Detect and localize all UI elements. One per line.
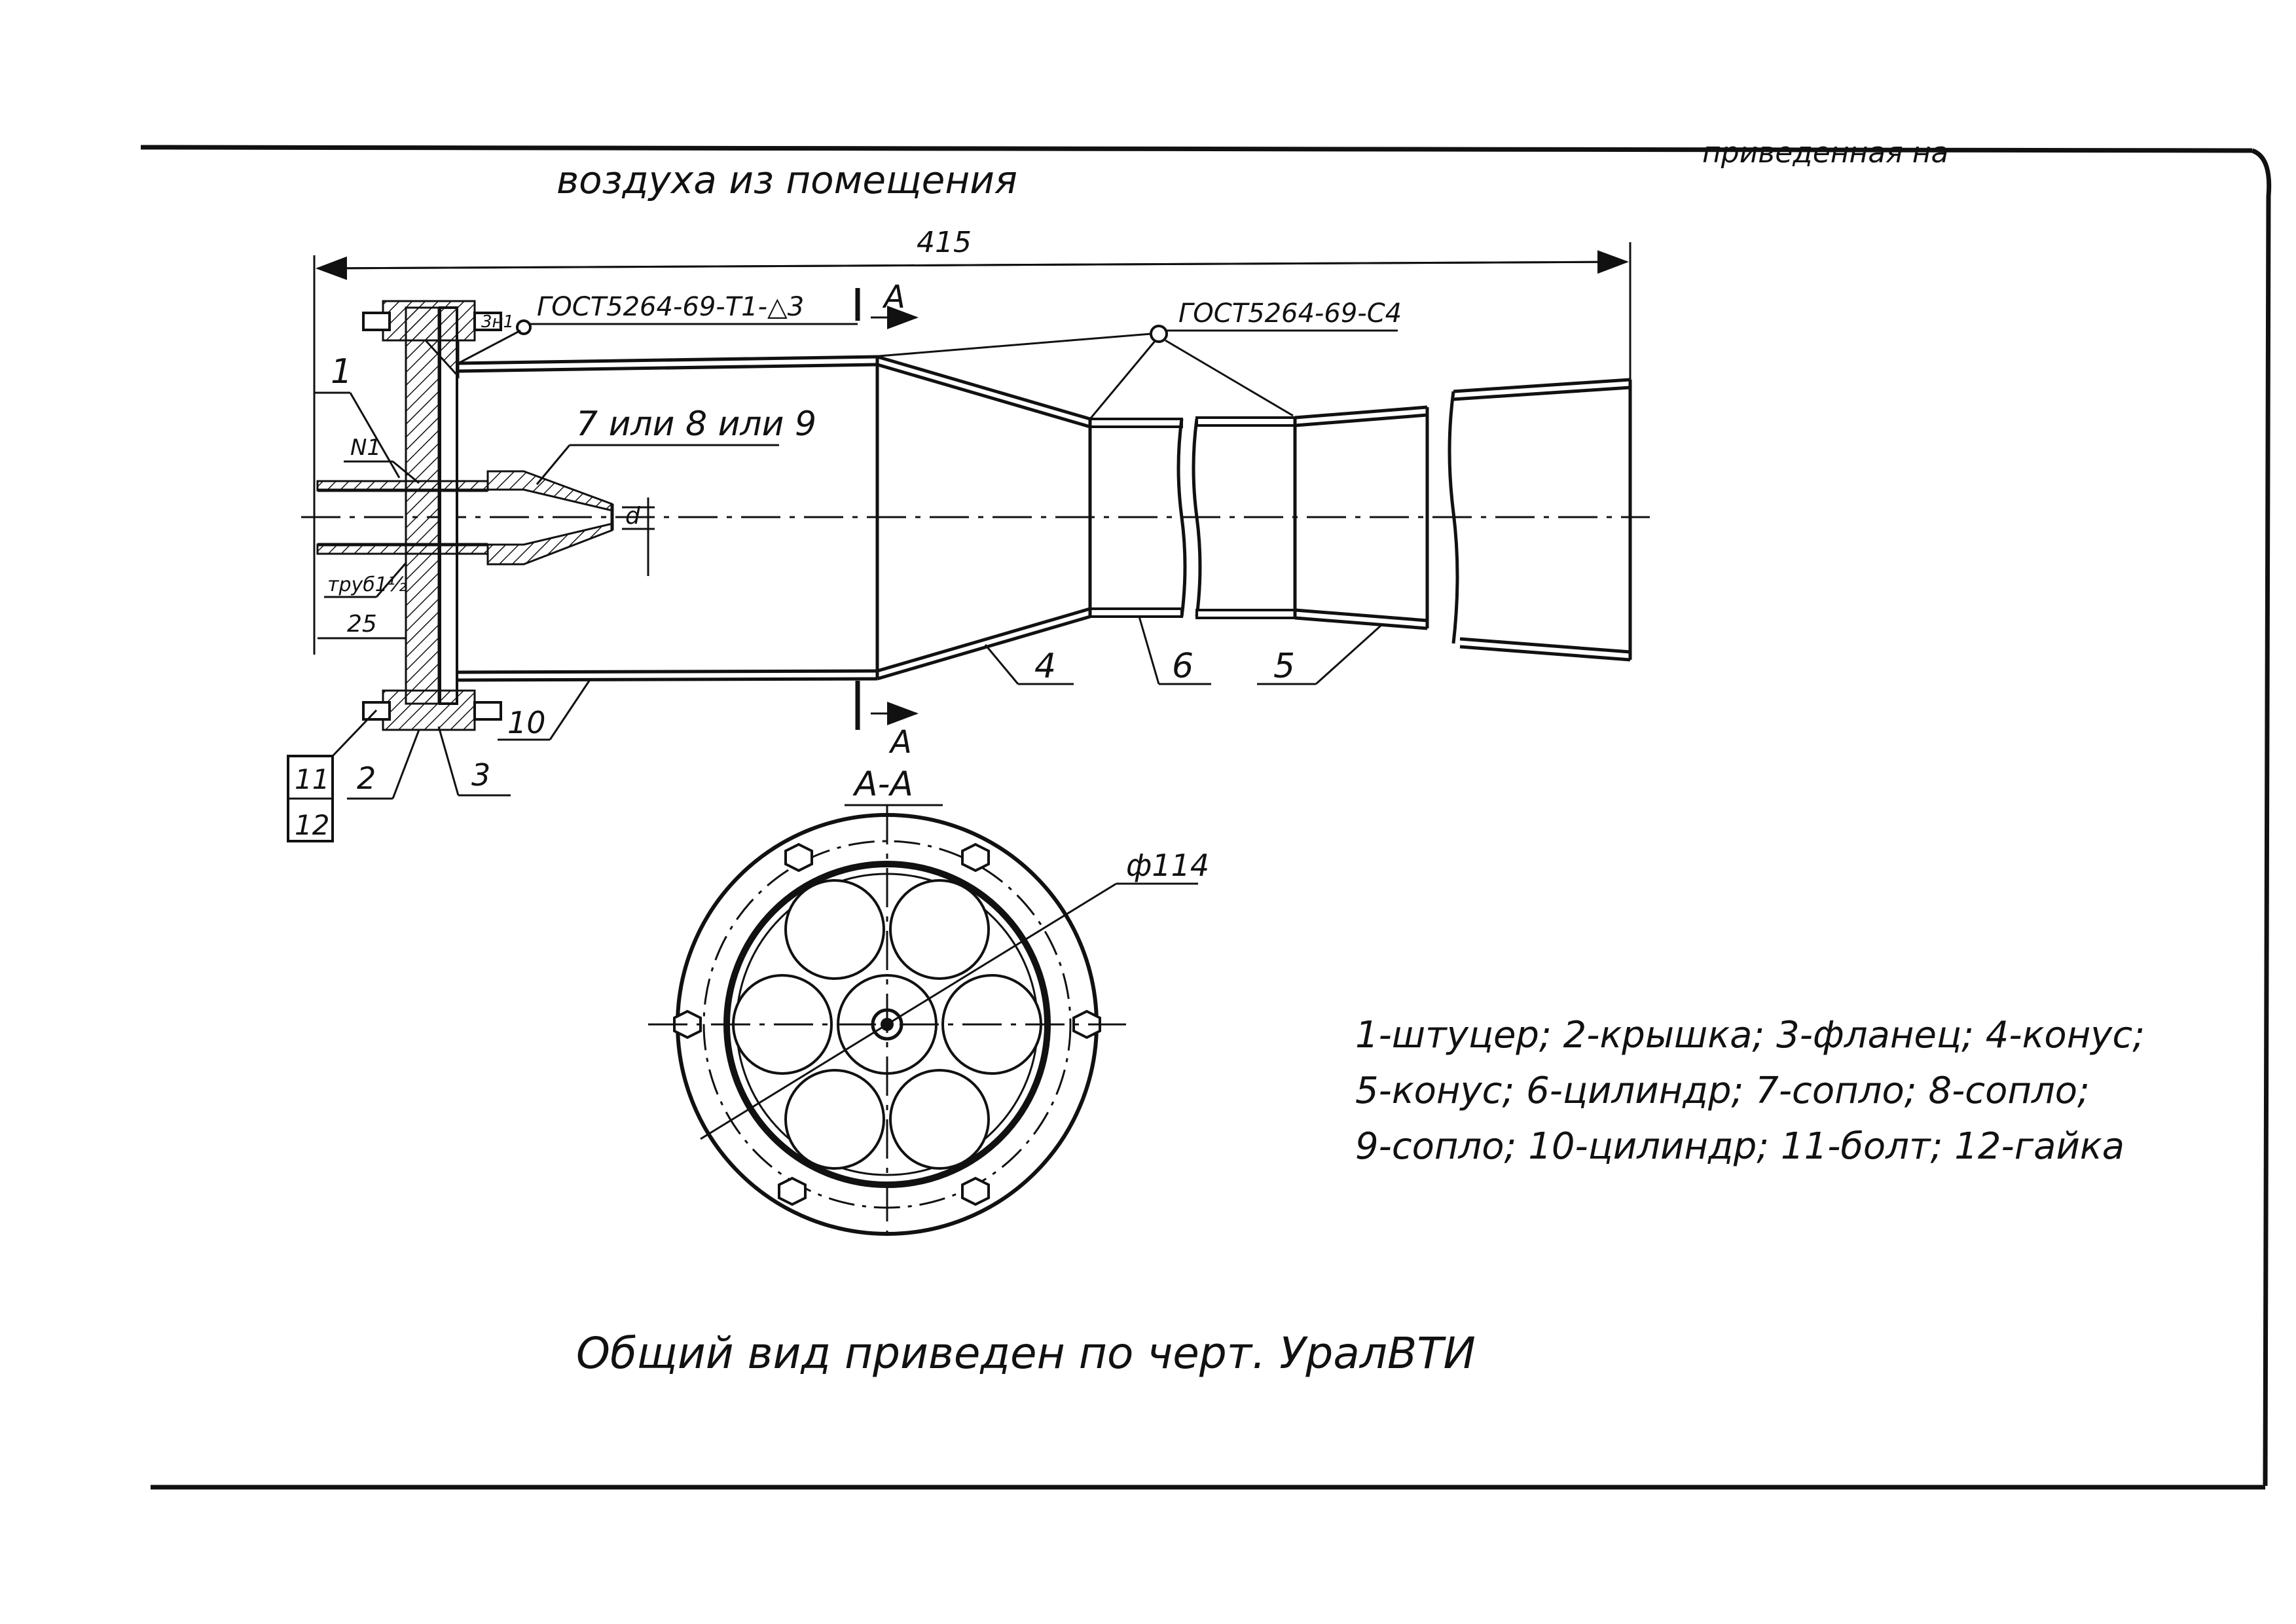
weld-note-1: ГОСТ5264-69-Т1-△3 xyxy=(537,292,804,322)
nozzle-circle xyxy=(889,1069,990,1170)
bolt-hex xyxy=(784,842,813,873)
nozzle-dim-label: d xyxy=(625,503,641,530)
callout-11: 11 xyxy=(295,763,329,795)
cut-mark-lower: А xyxy=(888,724,912,761)
callout-3: 3 xyxy=(471,757,490,793)
nozzle: d xyxy=(486,470,655,576)
bolt-hex xyxy=(961,842,990,873)
callout-12: 12 xyxy=(295,809,329,841)
caption: Общий вид приведен по черт. УралВТИ xyxy=(576,1328,1476,1379)
cone-4 xyxy=(877,355,1091,681)
overall-dimension: 415 xyxy=(313,226,1631,655)
callout-6: 6 xyxy=(1172,647,1194,686)
fastener-callouts: 11 12 2 3 xyxy=(287,709,511,842)
weld-size-label: 3н1 xyxy=(481,312,514,332)
bolt-hex xyxy=(1072,1009,1101,1039)
callout-nozzle: 7 или 8 или 9 xyxy=(576,405,816,444)
legend-line-2: 5-конус; 6-цилиндр; 7-сопло; 8-сопло; xyxy=(1355,1070,2090,1112)
section-cut-marks: А А xyxy=(855,279,919,761)
cone-5 xyxy=(1294,378,1632,662)
section-a-a: А-А ф114 xyxy=(648,765,1209,1244)
bolt-hex xyxy=(961,1176,990,1206)
callout-2: 2 xyxy=(357,761,376,796)
legend-line-3: 9-сопло; 10-цилиндр; 11-болт; 12-гайка xyxy=(1355,1125,2124,1168)
section-diameter-label: ф114 xyxy=(1126,848,1209,883)
fitting-pipe xyxy=(316,480,489,555)
cylinder-10 xyxy=(458,355,879,682)
bolt-hex xyxy=(778,1176,807,1206)
weld-annotations: 3н1 ГОСТ5264-69-Т1-△3 ГОСТ5264-69-С4 xyxy=(458,292,1402,420)
flange-assembly xyxy=(362,300,502,731)
header-text: воздуха из помещения xyxy=(556,158,1017,202)
nozzle-callout: 7 или 8 или 9 xyxy=(536,405,816,485)
nozzle-circle xyxy=(889,879,990,980)
header-corner-text: приведенная на xyxy=(1702,136,1948,170)
nozzle-circle xyxy=(784,879,885,980)
weld-note-2: ГОСТ5264-69-С4 xyxy=(1178,298,1402,329)
legend-line-1: 1-штуцер; 2-крышка; 3-фланец; 4-конус; xyxy=(1355,1014,2145,1056)
cut-mark-upper: А xyxy=(882,279,905,316)
parts-legend: 1-штуцер; 2-крышка; 3-фланец; 4-конус; 5… xyxy=(1355,1014,2145,1168)
nozzle-circle xyxy=(784,1069,885,1170)
drawing-frame xyxy=(140,145,2272,1490)
callout-10: 10 xyxy=(507,705,546,740)
cylinder-6 xyxy=(1088,416,1297,619)
callout-n1: N1 xyxy=(350,435,381,461)
flange-offset-label: 25 xyxy=(347,611,377,638)
callout-5: 5 xyxy=(1273,647,1295,686)
callout-1: 1 xyxy=(331,352,352,391)
callout-4: 4 xyxy=(1034,647,1056,686)
overall-length-label: 415 xyxy=(917,226,972,259)
section-title: А-А xyxy=(852,765,913,804)
tube-callouts: 4 6 5 10 xyxy=(498,616,1383,741)
left-callouts: 1 N1 труб1½ 25 xyxy=(314,352,420,640)
